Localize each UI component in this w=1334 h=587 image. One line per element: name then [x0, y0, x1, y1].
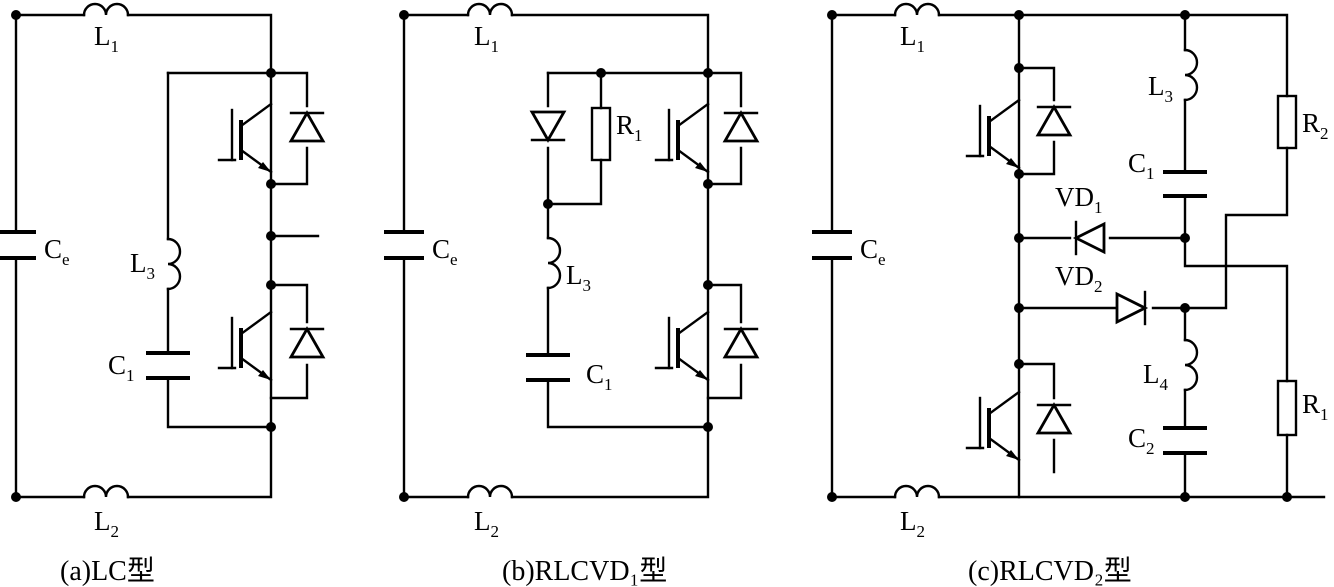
label-Ce-b: Ce: [432, 234, 458, 269]
label-L3-b: L3: [566, 260, 591, 295]
label-Ce-c: Ce: [860, 234, 886, 269]
capacitor-Ce-a: [0, 230, 36, 260]
wires-b: [402, 13, 743, 499]
label-L1-b: L1: [474, 21, 499, 56]
circuit-c: L1 L2 L3 L4 C1 C2 Ce R2 R1 VD1 VD2 (c)RL…: [812, 2, 1329, 587]
resistor-R2-c: [1276, 94, 1298, 150]
circuit-b: L1 L2 L3 C1 Ce R1 (b)RLCVD₁型: [384, 2, 759, 587]
capacitor-C1-b: [526, 353, 570, 382]
caption-c: (c)RLCVD₂型: [968, 555, 1132, 587]
label-VD2-c: VD2: [1055, 261, 1103, 296]
label-VD1-c: VD1: [1055, 182, 1103, 217]
inductor-L1-b: [466, 2, 514, 17]
circuit-a: L1 L2 L3 C1 Ce (a)LC型: [0, 2, 325, 587]
diode-VD1-c: [1072, 220, 1106, 256]
label-C1-b: C1: [586, 359, 613, 394]
caption-b: (b)RLCVD₁型: [502, 555, 667, 587]
inductor-L3-b: [546, 236, 562, 290]
label-L2-a: L2: [94, 506, 119, 541]
capacitor-C1-a: [146, 351, 190, 380]
capacitor-C1-c: [1163, 170, 1207, 198]
igbt-lower-c: [965, 390, 1021, 462]
diode-VD2-c: [1115, 290, 1149, 326]
label-L3-c: L3: [1148, 71, 1173, 106]
diode-snubber-b: [529, 110, 567, 143]
capacitor-Ce-b: [384, 230, 424, 260]
junctions-c: [827, 10, 1292, 502]
inductor-L2-c: [893, 484, 941, 499]
diode-lower-b: [723, 327, 759, 359]
igbt-upper-b: [654, 102, 710, 174]
inductor-L1-a: [82, 2, 130, 17]
label-L4-c: L4: [1143, 359, 1169, 394]
diode-upper-c: [1036, 105, 1072, 137]
label-C2-c: C2: [1128, 423, 1155, 458]
label-L1-a: L1: [94, 21, 119, 56]
igbt-lower-a: [217, 310, 273, 382]
resistor-R1-c: [1276, 379, 1298, 437]
label-C1-a: C1: [108, 350, 135, 385]
capacitor-C2-c: [1163, 426, 1207, 455]
wires-c: [830, 13, 1326, 499]
resistor-R1-b: [590, 106, 612, 162]
diode-lower-a: [289, 327, 325, 359]
inductor-L3-c: [1183, 48, 1199, 102]
diode-lower-c: [1036, 403, 1072, 435]
inductor-L2-b: [466, 484, 514, 499]
label-L1-c: L1: [900, 21, 925, 56]
junctions-a: [11, 10, 276, 502]
igbt-lower-b: [654, 310, 710, 382]
label-Ce-a: Ce: [44, 234, 70, 269]
inductor-L4-c: [1183, 338, 1199, 392]
label-L2-c: L2: [900, 506, 925, 541]
capacitor-Ce-c: [812, 230, 852, 260]
label-R1-c: R1: [1302, 389, 1329, 424]
inductor-L1-c: [893, 2, 941, 17]
wires-a: [14, 13, 320, 499]
inductor-L3-a: [166, 237, 182, 291]
igbt-upper-c: [965, 98, 1021, 170]
diode-upper-b: [723, 111, 759, 143]
label-R1-b: R1: [616, 110, 643, 145]
label-L3-a: L3: [130, 248, 155, 283]
label-R2-c: R2: [1302, 108, 1329, 143]
label-C1-c: C1: [1128, 148, 1155, 183]
junctions-b: [399, 10, 713, 502]
inductor-L2-a: [82, 484, 130, 499]
diode-upper-a: [289, 111, 325, 143]
caption-a: (a)LC型: [60, 555, 155, 587]
igbt-upper-a: [217, 102, 273, 174]
label-L2-b: L2: [474, 506, 499, 541]
